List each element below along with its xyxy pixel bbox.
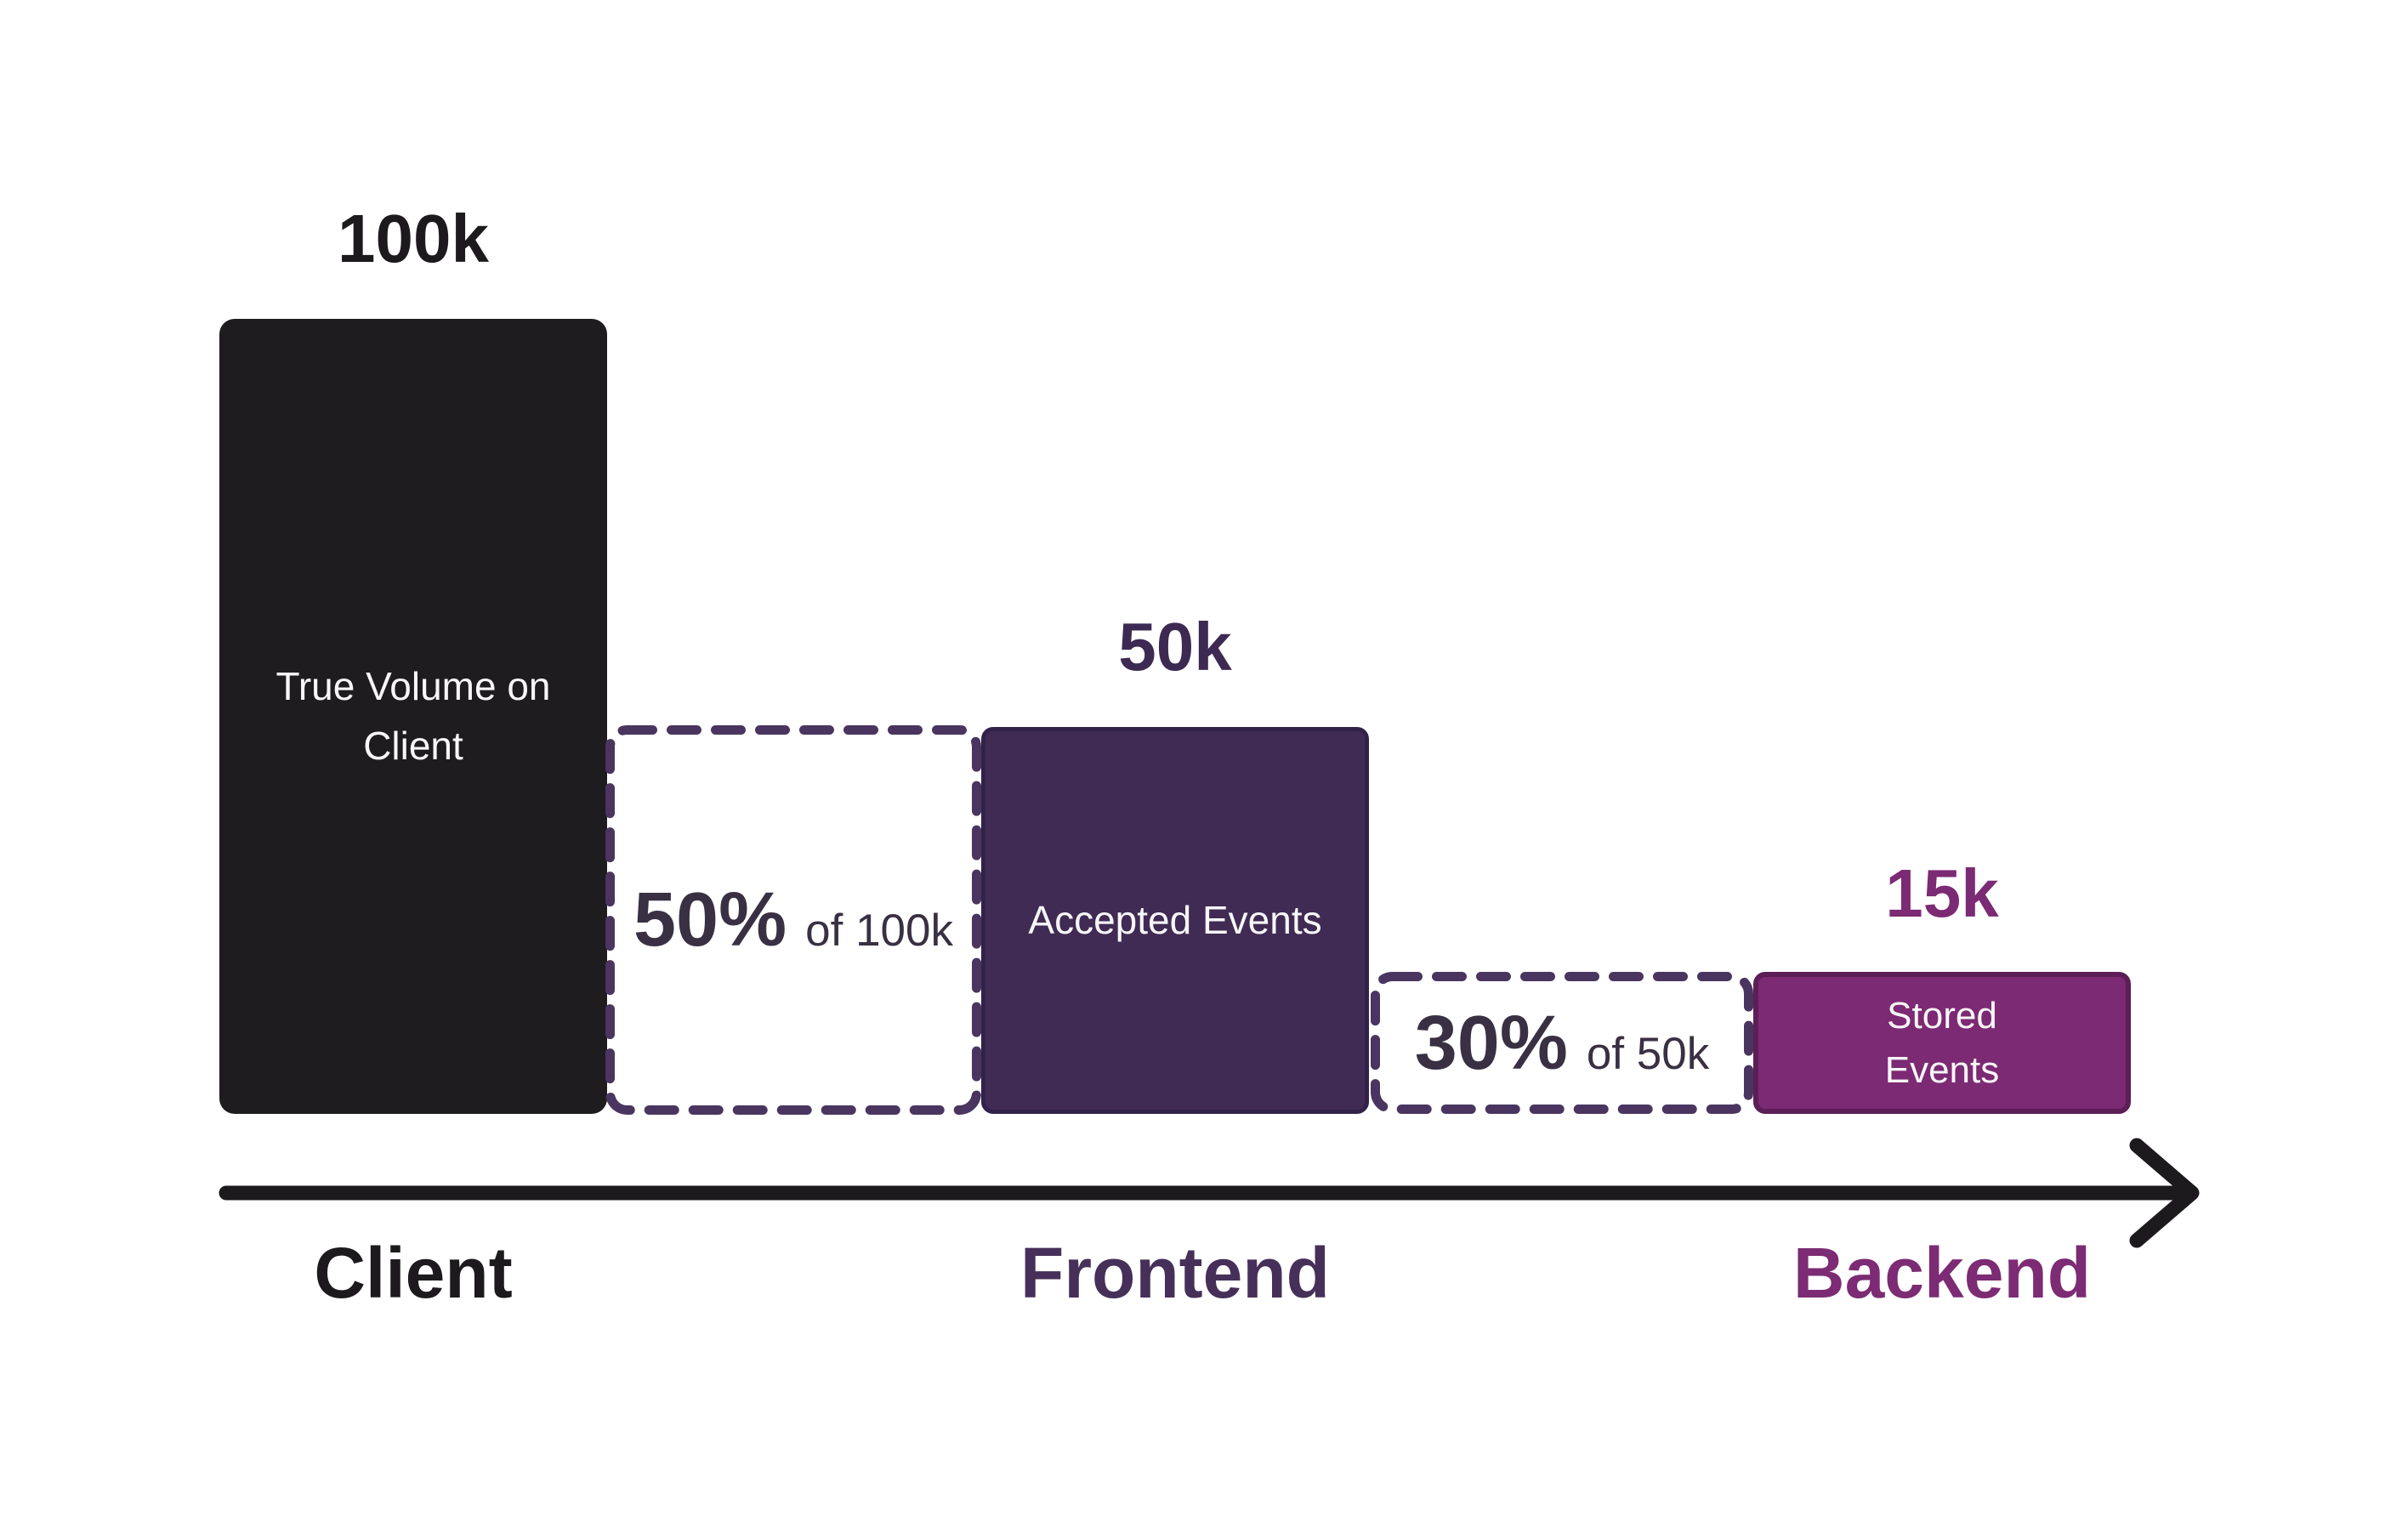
value-label-15k: 15k [1885, 855, 1999, 931]
bar-backend-label-line2: Events [1884, 1048, 2000, 1091]
bar-accepted-events: Accepted Events [981, 727, 1369, 1114]
dashed-border [605, 725, 981, 1115]
bar-stored-events: Stored Events [1753, 972, 2131, 1114]
bar-client-label: True Volume on Client [275, 657, 550, 776]
drop-box-frontend-to-backend: 30% of 50k [1371, 972, 1753, 1114]
axis-label-frontend: Frontend [1020, 1233, 1330, 1313]
value-label-100k: 100k [338, 201, 489, 276]
axis-label-client: Client [314, 1233, 513, 1313]
drop-percent-2: 30% [1414, 1000, 1568, 1086]
dashed-border [1371, 972, 1753, 1114]
drop-box-client-to-frontend: 50% of 100k [605, 725, 981, 1115]
bar-backend-label-line1: Stored [1887, 994, 1997, 1036]
drop-text-1: 50% of 100k [633, 882, 953, 958]
bar-client-label-line2: Client [363, 723, 463, 768]
axis-label-backend: Backend [1792, 1233, 2092, 1313]
drop-of-2: of 50k [1586, 1028, 1710, 1079]
drop-percent-1: 50% [633, 877, 787, 963]
bar-backend-label: Stored Events [1885, 989, 2000, 1098]
value-label-50k: 50k [1118, 609, 1232, 684]
bar-frontend-label: Accepted Events [1028, 897, 1322, 942]
bar-client-label-line1: True Volume on [275, 663, 551, 708]
drop-text-2: 30% of 50k [1415, 1005, 1710, 1082]
bar-true-volume-on-client: True Volume on Client [219, 319, 607, 1114]
drop-of-1: of 100k [805, 906, 953, 956]
